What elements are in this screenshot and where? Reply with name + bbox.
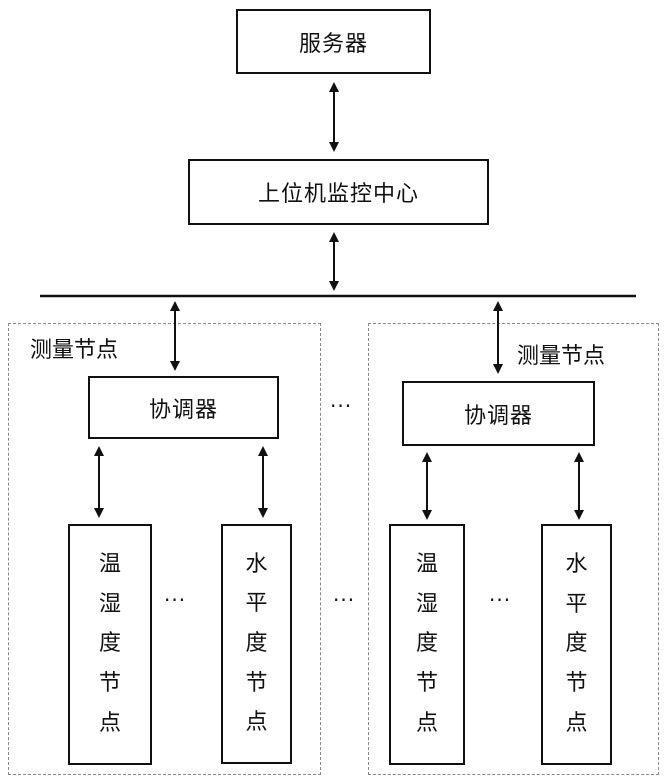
temperature-humidity-node-left: 温 湿 度 节 点 [68, 524, 152, 765]
temperature-humidity-node-right: 温 湿 度 节 点 [389, 524, 465, 765]
measurement-node-label-right: 测量节点 [517, 338, 605, 370]
monitor-center-box: 上位机监控中心 [188, 159, 489, 225]
coordinator-box-right: 协调器 [402, 381, 595, 446]
ellipsis-sensors-right: ··· [489, 588, 511, 612]
ellipsis-sensors-left: ··· [164, 588, 186, 612]
server-label: 服务器 [299, 26, 368, 58]
server-box: 服务器 [236, 9, 431, 74]
coordinator-box-left: 协调器 [88, 376, 279, 439]
measurement-node-label-left: 测量节点 [30, 332, 118, 364]
monitor-center-label: 上位机监控中心 [258, 176, 419, 208]
coordinator-label-left: 协调器 [149, 392, 218, 424]
ellipsis-between-groups-top: ··· [330, 394, 352, 418]
levelness-node-left: 水 平 度 节 点 [221, 524, 292, 764]
ellipsis-between-groups-bottom: ··· [333, 588, 355, 612]
coordinator-label-right: 协调器 [464, 398, 533, 430]
levelness-node-right: 水 平 度 节 点 [541, 524, 612, 765]
